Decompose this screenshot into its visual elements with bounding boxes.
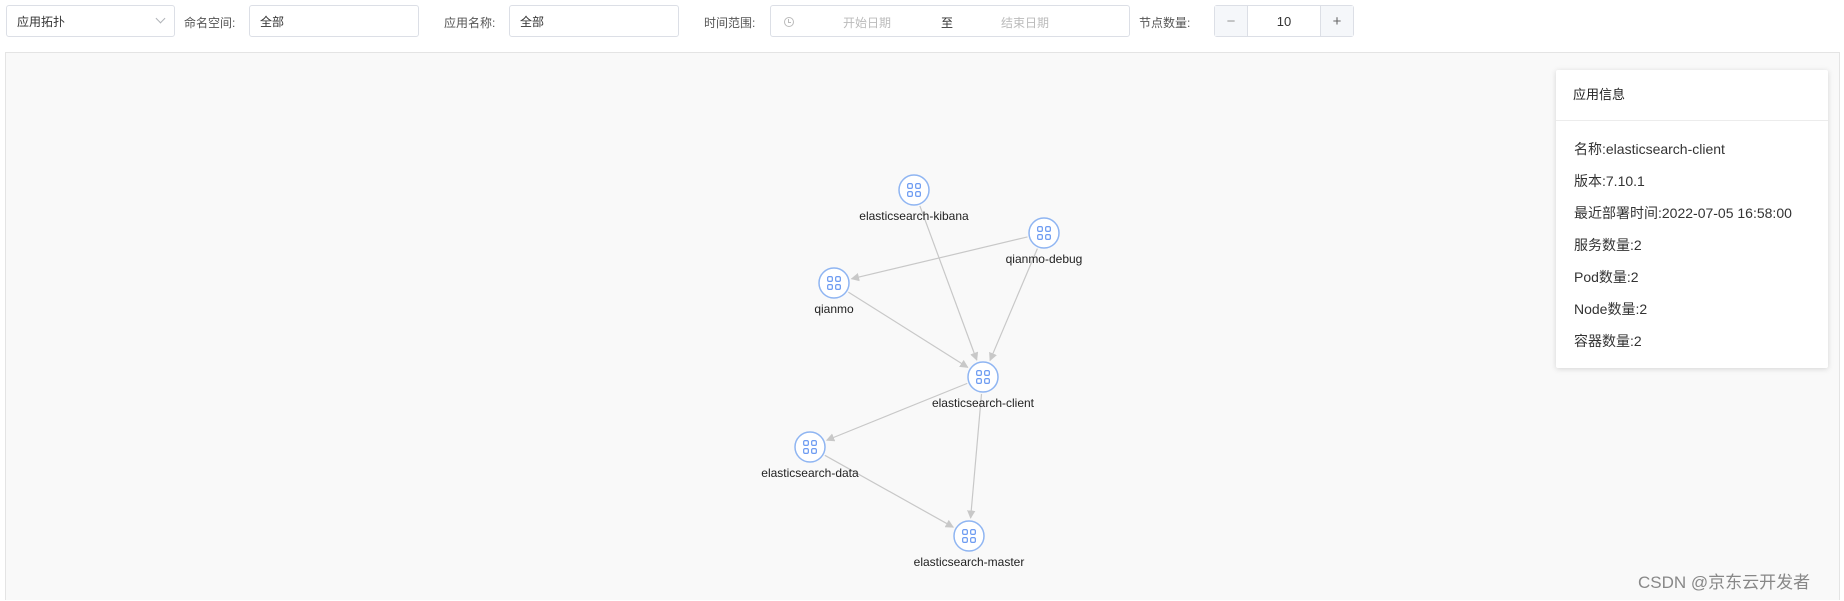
node-label: qianmo [814,302,854,316]
decrement-button[interactable]: − [1215,6,1248,36]
app-name-select[interactable]: 全部 [509,5,679,37]
info-deploy-time: 最近部署时间:2022-07-05 16:58:00 [1574,205,1792,221]
namespace-label: 命名空间: [184,16,236,30]
filter-toolbar: 应用拓扑 命名空间: 全部 应用名称: 全部 时间范围: 开始日期 至 结束日期… [0,0,1844,52]
node-count-stepper: − 10 + [1214,5,1354,37]
clock-icon [784,17,794,27]
edge-debug-client [989,248,1038,362]
edge-client-data [825,382,968,442]
node-kibana[interactable]: elasticsearch-kibana [859,174,969,223]
app-name-label: 应用名称: [444,16,496,30]
view-select[interactable]: 应用拓扑 [6,5,175,37]
increment-button[interactable]: + [1320,6,1353,36]
view-select-value: 应用拓扑 [17,14,66,29]
node-label: elasticsearch-data [761,466,859,480]
edge-kibana-client [919,205,979,361]
end-date-input[interactable]: 结束日期 [1001,16,1050,30]
app-info-panel: 应用信息 名称:elasticsearch-client 版本:7.10.1 最… [1556,70,1828,368]
app-grid-icon [907,183,921,197]
app-grid-icon [827,276,841,290]
node-qianmo[interactable]: qianmo [814,267,854,316]
panel-title: 应用信息 [1556,70,1828,121]
app-grid-icon [976,370,990,384]
info-version: 版本:7.10.1 [1574,173,1645,189]
app-grid-icon [803,440,817,454]
node-count-input[interactable]: 10 [1276,13,1292,29]
node-label: qianmo-debug [1006,252,1083,266]
app-name-value: 全部 [520,14,545,29]
node-count-label: 节点数量: [1139,16,1191,30]
topology-canvas[interactable]: elasticsearch-kibana qianmo-debug qianmo el… [5,52,1840,600]
app-grid-icon [1037,226,1051,240]
node-debug[interactable]: qianmo-debug [1006,217,1083,266]
node-data[interactable]: elasticsearch-data [761,431,859,480]
date-range-picker[interactable]: 开始日期 至 结束日期 [770,5,1130,37]
app-grid-icon [962,529,976,543]
start-date-input[interactable]: 开始日期 [843,16,892,30]
namespace-select[interactable]: 全部 [249,5,419,37]
chevron-down-icon [155,13,166,24]
node-label: elasticsearch-master [914,555,1025,569]
node-master[interactable]: elasticsearch-master [914,520,1025,569]
panel-list: 名称:elasticsearch-client 版本:7.10.1 最近部署时间… [1556,121,1828,357]
topology-graph: elasticsearch-kibana qianmo-debug qianmo el… [761,174,1083,569]
node-client[interactable]: elasticsearch-client [932,361,1035,410]
info-node-count: Node数量:2 [1574,301,1648,317]
info-container-count: 容器数量:2 [1574,333,1642,349]
range-separator: 至 [941,16,954,30]
info-pod-count: Pod数量:2 [1574,269,1639,285]
node-label: elasticsearch-client [932,396,1035,410]
time-range-label: 时间范围: [704,16,756,30]
watermark: CSDN @京东云开发者 [1638,573,1811,592]
info-service-count: 服务数量:2 [1574,237,1642,253]
namespace-value: 全部 [260,14,285,29]
edge-client-master [967,393,983,519]
edge-qianmo-client [848,291,969,368]
edge-data-master [824,454,955,528]
info-name: 名称:elasticsearch-client [1574,141,1725,157]
node-label: elasticsearch-kibana [859,209,969,223]
